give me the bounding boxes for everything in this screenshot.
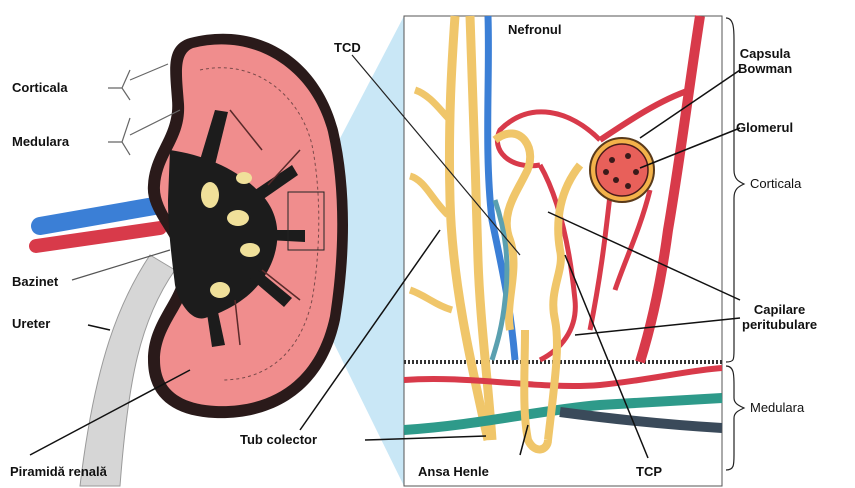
glomerulus-dot [625,153,631,159]
glomerulus-dot [603,169,609,175]
pyramid-tip [210,282,230,298]
glomerulus-dot [633,169,639,175]
glomerulus-dot [613,177,619,183]
glomerulus-dot [625,183,631,189]
label-piramida: Piramidă renală [10,464,107,479]
label-capilare-line2: peritubulare [742,317,817,332]
bracket-corticala-left [108,70,130,100]
label-tcd: TCD [334,40,361,55]
renal-vein [40,205,160,226]
bracket-medulara-left [108,118,130,155]
pyramid-tip [240,243,260,257]
label-corticala-left: Corticala [12,80,68,95]
label-capsula-bowman: Capsula Bowman [738,46,792,76]
bracket-medulara [726,366,744,470]
pyramid-tip [227,210,249,226]
label-capsula-line2: Bowman [738,61,792,76]
label-corticala-right: Corticala [750,176,801,191]
pyramid-tip [236,172,252,184]
label-capilare-line1: Capilare [742,302,817,317]
label-tub-colector: Tub colector [240,432,317,447]
label-capilare-peritubulare: Capilare peritubulare [742,302,817,332]
calyx-right [268,230,305,242]
pyramid-tip [201,182,219,208]
leader-corticala-left [130,64,168,80]
label-ureter: Ureter [12,316,50,331]
label-bazinet: Bazinet [12,274,58,289]
glomerulus-dot [609,157,615,163]
label-ansa-henle: Ansa Henle [418,464,489,479]
label-capsula-line1: Capsula [738,46,792,61]
label-tcp: TCP [636,464,662,479]
label-glomerul: Glomerul [736,120,793,135]
leader-ureter [88,325,110,330]
label-medulara-right: Medulara [750,400,804,415]
label-medulara-left: Medulara [12,134,69,149]
label-nefronul: Nefronul [508,22,561,37]
